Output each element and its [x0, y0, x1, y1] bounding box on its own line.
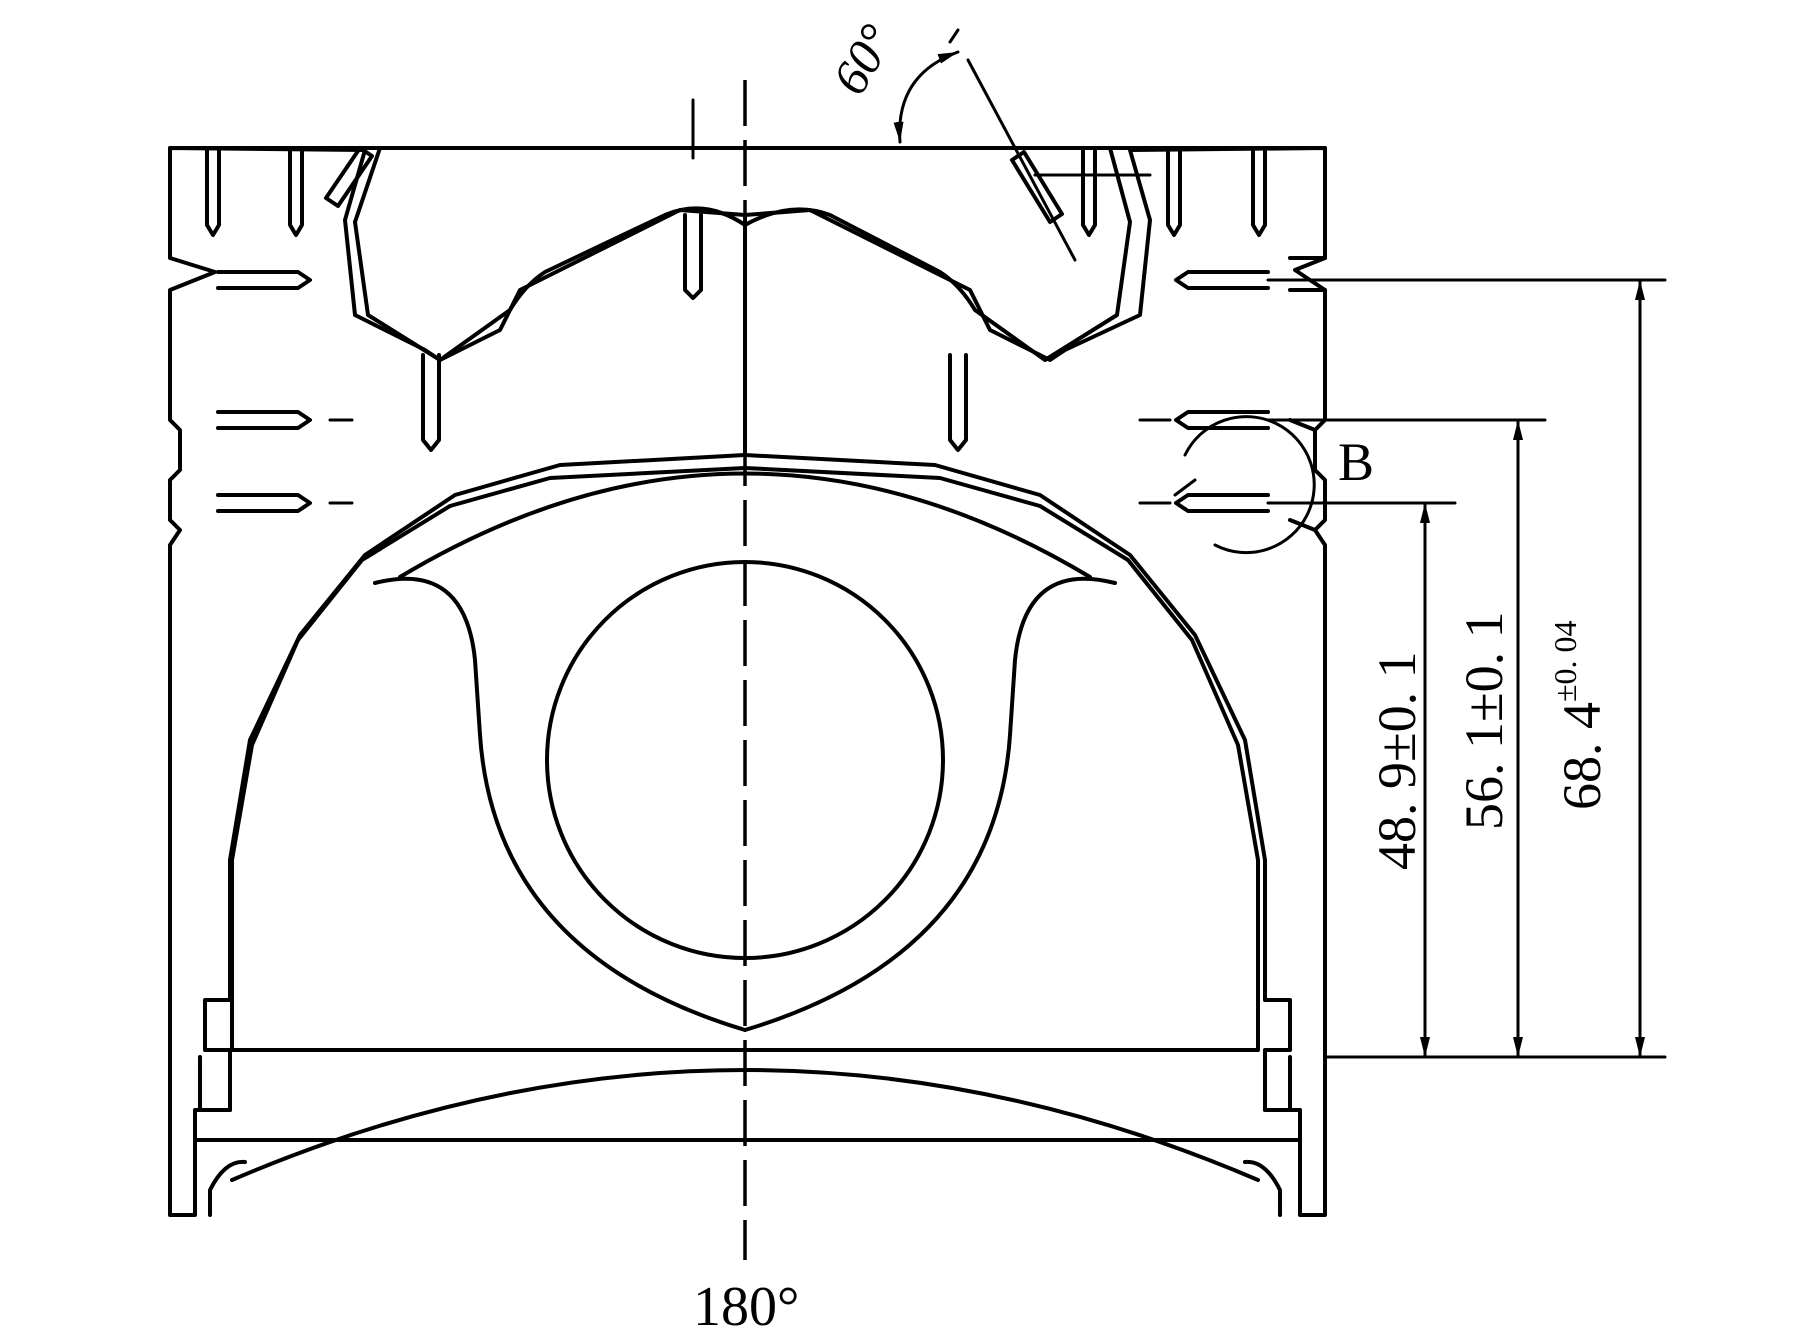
detail-b-marker — [1173, 415, 1316, 555]
dimension-lines — [1266, 278, 1667, 1059]
ring-groove-holes — [205, 98, 1327, 532]
dim-48-9-value: 48. 9±0. 1 — [1367, 651, 1427, 870]
combustion-bowl — [353, 146, 1132, 362]
detail-b-label: B — [1338, 432, 1374, 492]
dim-68-4-value: 68. 4±0. 04 — [1547, 620, 1612, 810]
angle-60-label: 60° — [821, 15, 904, 104]
dim-56-1-value: 56. 1±0. 1 — [1454, 611, 1514, 830]
angle-180-label: 180° — [693, 1276, 799, 1337]
angle-60-annotation — [893, 28, 1152, 262]
piston-section-hatched — [168, 146, 1327, 1217]
piston-outline — [168, 146, 1327, 1217]
